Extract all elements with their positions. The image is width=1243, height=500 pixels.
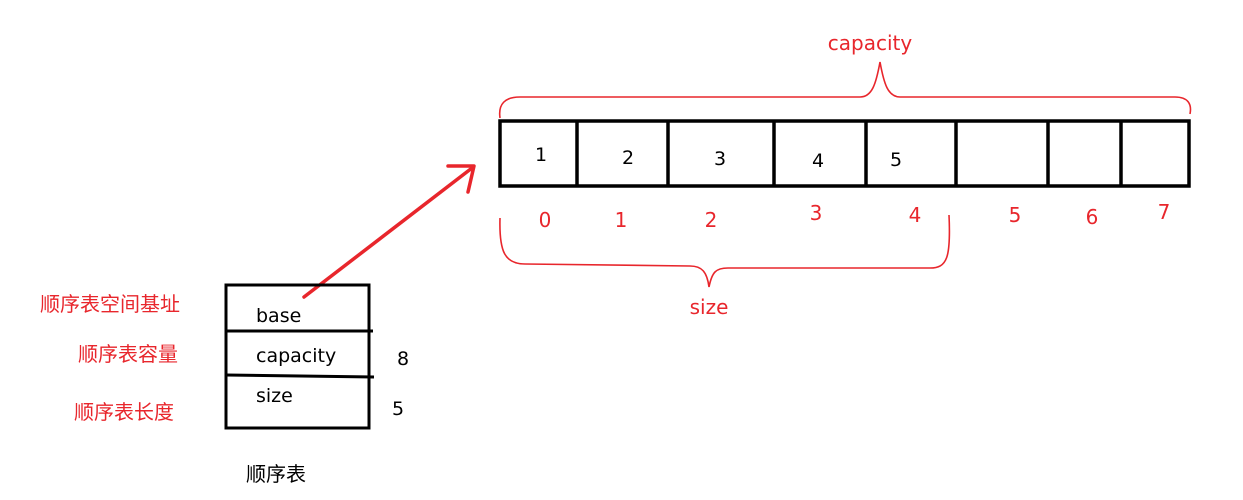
- arrow-shaft: [302, 166, 474, 299]
- struct-outline: [224, 283, 371, 430]
- cell-value: 3: [714, 148, 726, 170]
- array-indices: 0 1 2 3 4 5 6 7: [539, 200, 1171, 232]
- arrow-head: [446, 164, 476, 194]
- size-label: size: [690, 295, 729, 319]
- cell-value: 5: [890, 149, 902, 171]
- size-brace: [499, 214, 951, 288]
- index-label: 4: [909, 203, 922, 227]
- index-label: 7: [1158, 200, 1171, 224]
- index-label: 3: [810, 201, 823, 225]
- field-name-size: size: [256, 385, 293, 407]
- index-label: 6: [1086, 205, 1099, 229]
- capacity-label: capacity: [828, 31, 913, 55]
- index-label: 2: [705, 208, 718, 232]
- capacity-value: 8: [397, 348, 409, 370]
- index-label: 1: [615, 208, 628, 232]
- index-label: 0: [539, 208, 552, 232]
- base-field-label: 顺序表空间基址: [40, 292, 180, 316]
- size-field-label: 顺序表长度: [74, 400, 174, 424]
- cell-value: 4: [812, 150, 824, 172]
- index-label: 5: [1009, 203, 1022, 227]
- array-cells: 1 2 3 4 5: [498, 119, 1191, 188]
- struct-box: base capacity size: [224, 283, 375, 430]
- cell-value: 1: [535, 144, 547, 166]
- base-pointer-arrow: [302, 164, 476, 299]
- array-outline: [498, 119, 1191, 188]
- field-name-capacity: capacity: [256, 345, 336, 367]
- field-divider: [225, 373, 375, 379]
- capacity-field-label: 顺序表容量: [78, 342, 178, 366]
- cell-value: 2: [622, 147, 634, 169]
- capacity-brace: [498, 61, 1192, 119]
- field-name-base: base: [256, 305, 301, 327]
- struct-caption: 顺序表: [246, 462, 306, 486]
- size-value: 5: [392, 398, 404, 420]
